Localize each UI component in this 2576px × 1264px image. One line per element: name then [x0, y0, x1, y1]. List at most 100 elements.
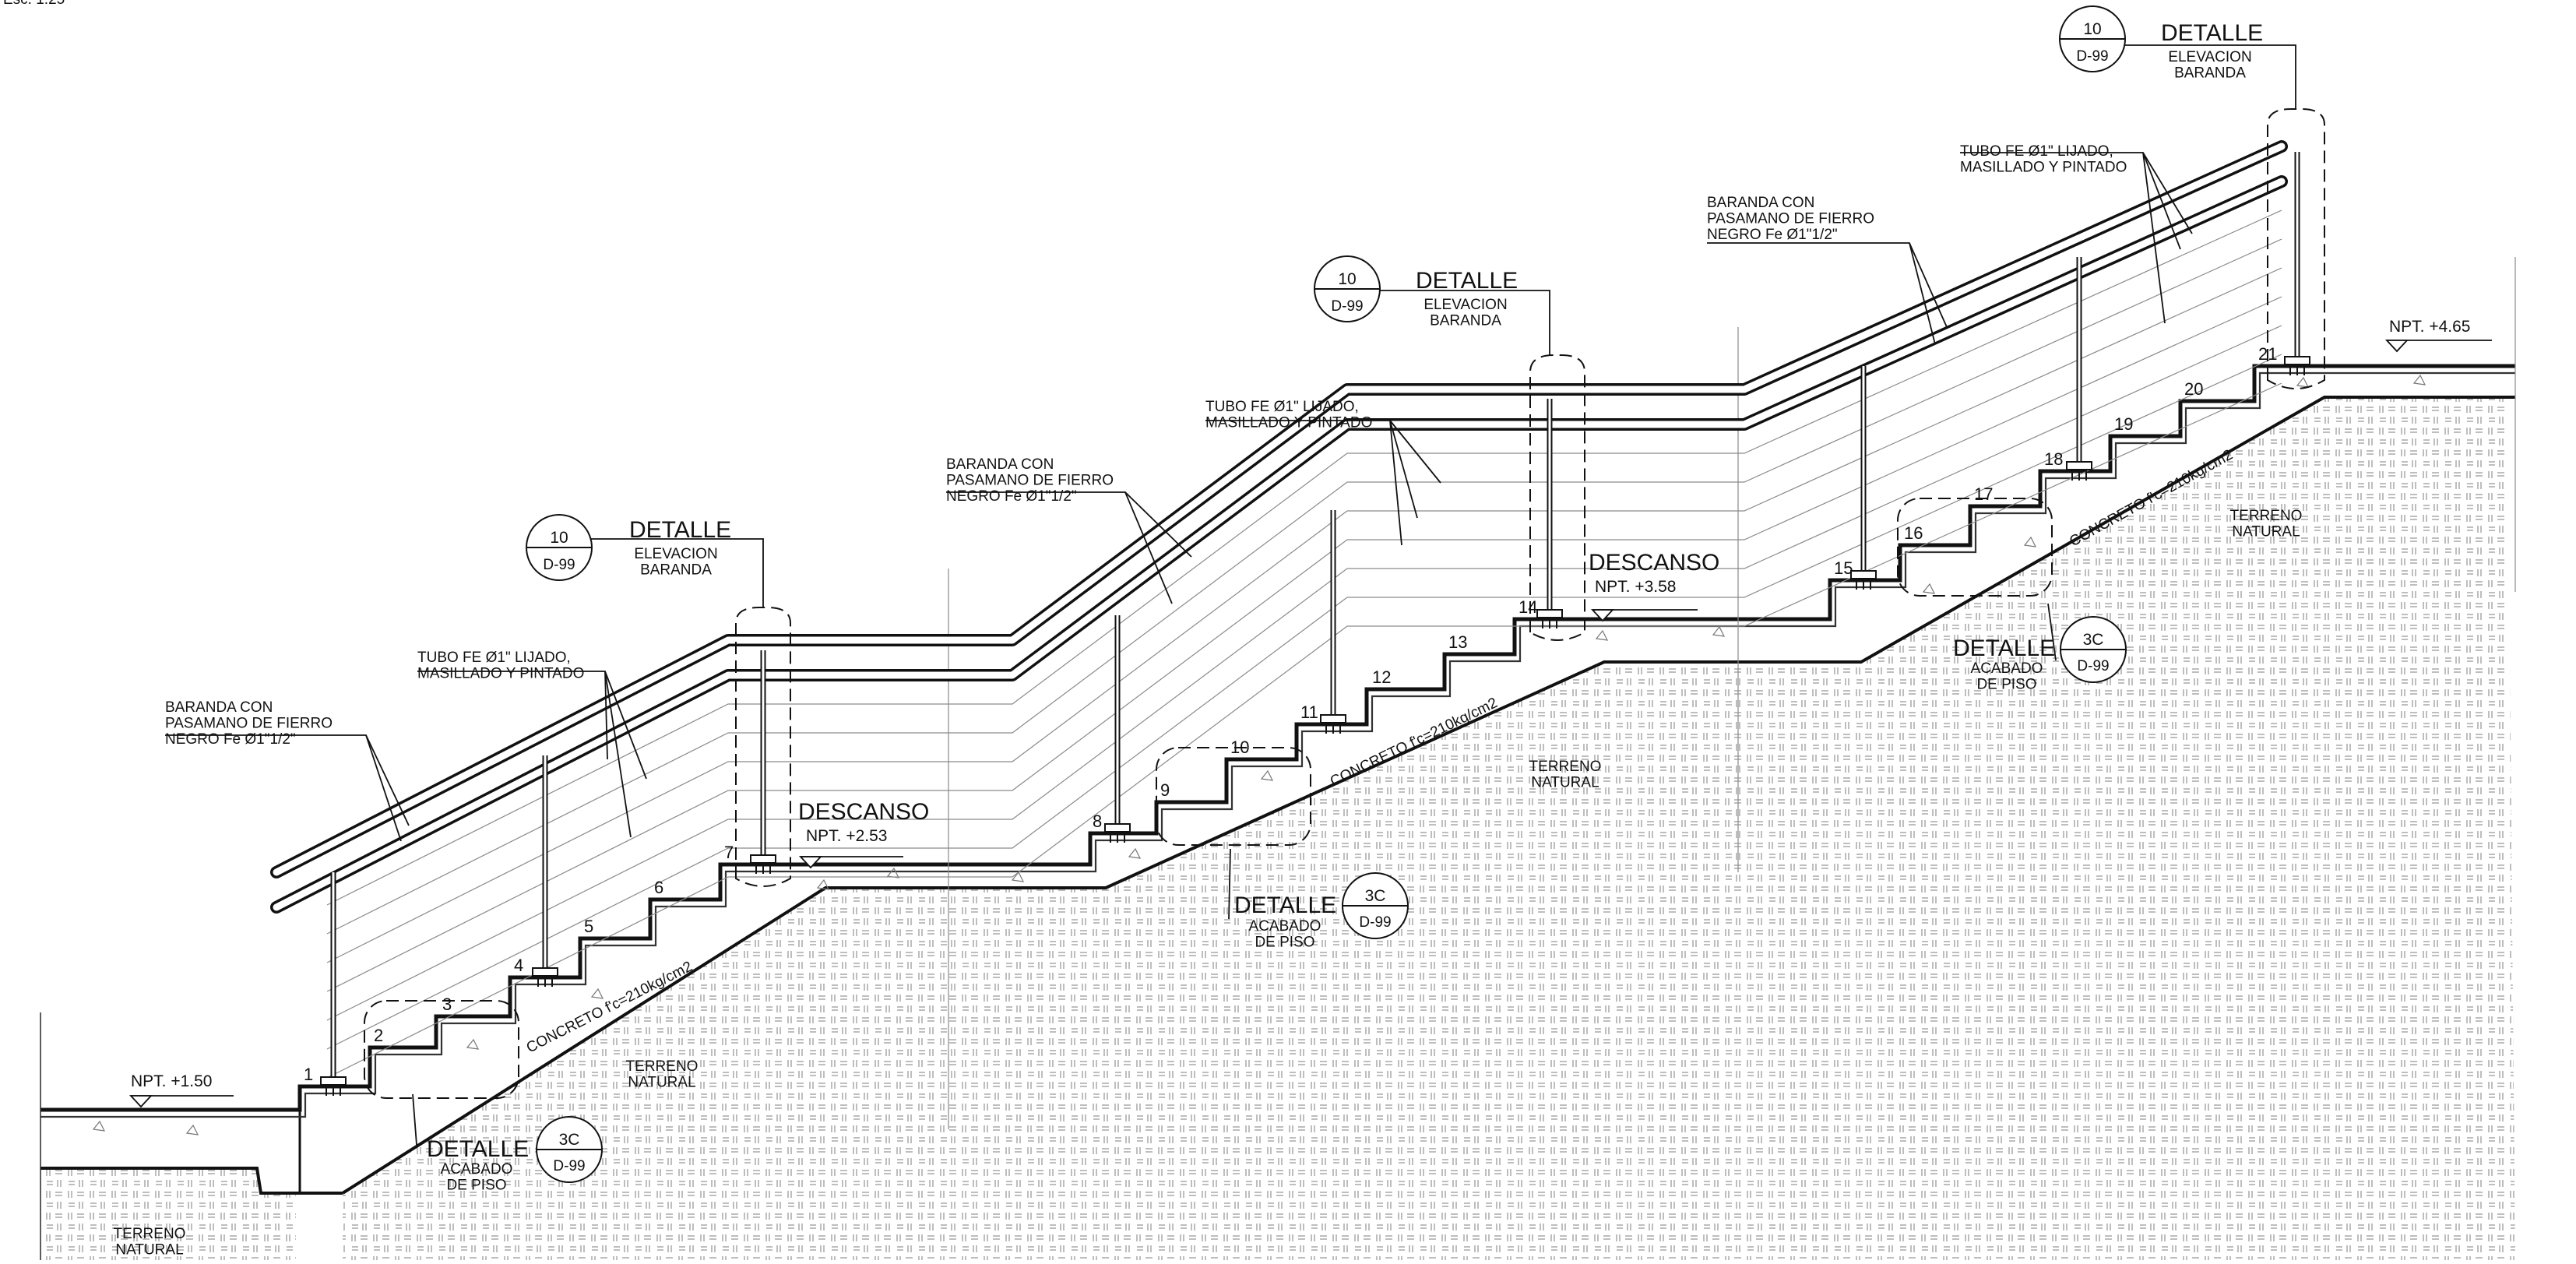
detail-floor-1-sheet: D-99	[553, 1158, 585, 1174]
step-number: 10	[1230, 738, 1249, 757]
railing-detail-region-1	[735, 607, 791, 887]
railing-detail-region-2	[1529, 354, 1585, 641]
handrail-tube	[273, 178, 2286, 911]
post-base-plate	[1104, 823, 1131, 833]
detail-floor-3-number: 3C	[2083, 631, 2104, 649]
infill-cable	[326, 354, 2282, 1050]
floor-detail-region-2	[1156, 747, 1311, 846]
detail-floor-2-word: DETALLE	[1234, 893, 1336, 918]
level-markers	[128, 340, 2492, 1108]
infill-cable	[326, 382, 2282, 1079]
handrails	[270, 140, 2288, 914]
floor-detail-region-3	[1897, 498, 2053, 597]
step-number: 11	[1300, 702, 1318, 722]
infill-cable	[326, 238, 2282, 935]
detail-floor-3-sheet: D-99	[2077, 658, 2109, 674]
step-number: 17	[1974, 484, 1993, 504]
note-tube-1: TUBO FE Ø1" LIJADO,MASILLADO Y PINTADO	[417, 650, 584, 682]
step-number: 3	[442, 995, 452, 1014]
step-number: 19	[2114, 414, 2133, 434]
step-number: 1	[304, 1065, 313, 1084]
step-number: 21	[2258, 344, 2277, 364]
infill-cable	[326, 209, 2282, 906]
stair-step-profile	[40, 364, 2515, 1112]
step-number: 16	[1904, 523, 1923, 543]
detail-floor-1-word: DETALLE	[427, 1136, 529, 1162]
detail-railing-2-word: DETALLE	[1416, 268, 1518, 294]
detail-railing-3-sheet: D-99	[2076, 48, 2108, 65]
post-base-plate	[2066, 461, 2092, 470]
post-base-plate	[2284, 356, 2310, 365]
detail-floor-1-number: 3C	[559, 1131, 580, 1149]
step-number: 13	[1448, 632, 1467, 652]
natural-terrain-hatch-main	[343, 397, 2515, 1260]
railing-infill-cables	[326, 209, 2282, 1079]
detail-railing-3-word: DETALLE	[2161, 20, 2263, 46]
post-base-plate	[750, 854, 776, 864]
step-number: 2	[374, 1026, 383, 1045]
post-base-plate	[1850, 570, 1877, 579]
stair-finish-line	[40, 371, 2515, 1118]
detail-circles	[526, 5, 2127, 1183]
detail-railing-2-sheet: D-99	[1331, 298, 1363, 315]
level-npt-landing-2: NPT. +3.58	[1595, 578, 1676, 596]
leader-lines	[165, 44, 2296, 1146]
step-number: 18	[2044, 449, 2063, 469]
step-number: 8	[1093, 812, 1102, 831]
infill-cable	[326, 325, 2282, 1021]
note-tube-3: TUBO FE Ø1" LIJADO,MASILLADO Y PINTADO	[1960, 143, 2127, 176]
detail-railing-2-number: 10	[1338, 270, 1356, 288]
post-base-plate	[532, 967, 558, 977]
detail-floor-3-word: DETALLE	[1953, 636, 2055, 661]
landing-2-title: DESCANSO	[1589, 550, 1719, 576]
level-npt-landing-1: NPT. +2.53	[806, 827, 887, 845]
note-tube-2: TUBO FE Ø1" LIJADO,MASILLADO Y PINTADO	[1205, 399, 1372, 431]
detail-floor-2-sheet: D-99	[1359, 914, 1391, 931]
concrete-slab	[40, 366, 2515, 1193]
post-base-plate	[1320, 714, 1346, 724]
handrail-tube	[273, 143, 2286, 876]
post-base-plate	[1536, 609, 1563, 618]
post-base-plate	[320, 1076, 347, 1086]
step-number: 6	[654, 878, 663, 897]
landing-1-title: DESCANSO	[798, 799, 929, 825]
step-number: 14	[1519, 597, 1537, 617]
infill-cable	[326, 296, 2282, 992]
railing-posts	[320, 152, 2310, 1096]
detail-callout-regions	[364, 108, 2325, 1099]
detail-railing-1-word: DETALLE	[629, 517, 731, 543]
railing-detail-region-3	[2267, 108, 2325, 389]
step-number: 12	[1372, 667, 1391, 687]
step-number: 5	[584, 917, 593, 936]
detail-railing-3-number: 10	[2083, 20, 2101, 38]
step-number: 9	[1160, 780, 1170, 800]
step-number: 4	[514, 956, 523, 975]
infill-cable	[326, 267, 2282, 963]
start-footing-line	[40, 1167, 343, 1195]
step-number: 15	[1834, 558, 1853, 578]
step-number: 20	[2184, 379, 2203, 399]
step-number: 7	[724, 843, 734, 862]
natural-terrain-hatch	[40, 1168, 296, 1260]
level-npt-end: NPT. +4.65	[2389, 318, 2470, 336]
detail-railing-1-number: 10	[550, 529, 568, 547]
level-npt-start: NPT. +1.50	[131, 1072, 212, 1090]
slab-underside-line	[341, 396, 2515, 1195]
floor-detail-region-1	[364, 1000, 519, 1099]
